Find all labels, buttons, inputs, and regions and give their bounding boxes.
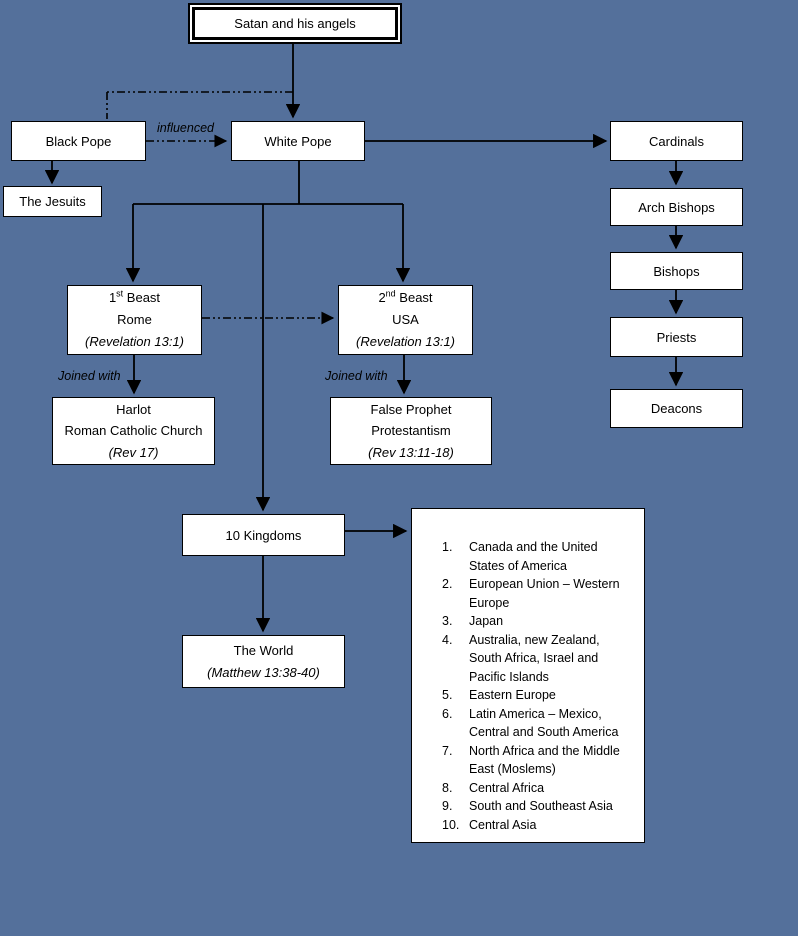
list-item-text: European Union – Western Europe	[469, 577, 620, 610]
list-item-number: 8.	[442, 780, 453, 795]
list-item: 8. Central Africa	[442, 779, 634, 798]
box-line-1: 1st Beast	[108, 288, 161, 305]
box-line-1: False Prophet	[370, 401, 452, 417]
box-satan-and-his-angels: Satan and his angels	[192, 7, 398, 40]
scripture-reference: (Rev 17)	[108, 444, 159, 460]
box-label: Bishops	[653, 263, 700, 279]
box-label: Satan and his angels	[234, 16, 356, 31]
box-label: Arch Bishops	[638, 199, 715, 215]
box-line-2: USA	[392, 312, 419, 327]
box-arch-bishops: Arch Bishops	[610, 188, 743, 226]
list-item-text: Canada and the United States of America	[469, 540, 598, 573]
list-item: 3. Japan	[442, 612, 634, 631]
list-item: 9. South and Southeast Asia	[442, 797, 634, 816]
scripture-reference: (Matthew 13:38-40)	[207, 664, 320, 680]
scripture-reference: (Revelation 13:1)	[356, 334, 455, 349]
box-cardinals: Cardinals	[610, 121, 743, 161]
list-item-text: South and Southeast Asia	[469, 799, 613, 813]
list-item-text: North Africa and the Middle East (Moslem…	[469, 743, 620, 777]
list-item-text: Japan	[469, 614, 504, 628]
box-the-jesuits: The Jesuits	[3, 186, 102, 217]
ten-kingdoms-list-panel: 1. Canada and the United States of Ameri…	[411, 508, 645, 843]
box-deacons: Deacons	[610, 389, 743, 428]
list-item: 5. Eastern Europe	[442, 686, 634, 705]
box-line-2: Rome	[117, 312, 152, 327]
box-first-beast-rome: 1st Beast Rome (Revelation 13:1)	[67, 285, 202, 355]
list-item-text: Australia, new Zealand, South Africa, Is…	[469, 632, 600, 684]
list-item-text: Central Africa	[469, 780, 545, 795]
box-line-2: Protestantism	[371, 423, 451, 439]
list-item-number: 1.	[442, 540, 453, 554]
list-item: 10. Central Asia	[442, 816, 634, 835]
box-label: Black Pope	[45, 133, 112, 149]
connector-label-joined-with-left: Joined with	[58, 369, 121, 383]
box-line-2: Roman Catholic Church	[64, 423, 203, 439]
list-item: 1. Canada and the United States of Ameri…	[442, 538, 634, 575]
list-item-text: Central Asia	[469, 817, 537, 832]
box-label: Cardinals	[649, 133, 704, 149]
list-item-text: Eastern Europe	[469, 688, 556, 702]
box-line-1: Harlot	[116, 401, 151, 417]
box-black-pope: Black Pope	[11, 121, 146, 161]
list-item-number: 5.	[442, 688, 453, 702]
list-item-number: 6.	[442, 706, 453, 721]
list-item: 4. Australia, new Zealand, South Africa,…	[442, 631, 634, 687]
box-second-beast-usa: 2nd Beast USA (Revelation 13:1)	[338, 285, 473, 355]
list-item-number: 2.	[442, 577, 453, 591]
list-item-number: 7.	[442, 743, 453, 758]
list-item-number: 10.	[442, 817, 460, 832]
list-item: 6. Latin America – Mexico, Central and S…	[442, 705, 634, 742]
list-item: 2. European Union – Western Europe	[442, 575, 634, 612]
box-false-prophet-protestantism: False Prophet Protestantism (Rev 13:11-1…	[330, 397, 492, 465]
box-label: 10 Kingdoms	[225, 527, 302, 543]
box-bishops: Bishops	[610, 252, 743, 290]
list-item: 7. North Africa and the Middle East (Mos…	[442, 742, 634, 779]
box-label: Priests	[656, 329, 697, 345]
box-line-1: The World	[233, 642, 294, 658]
box-priests: Priests	[610, 317, 743, 357]
box-line-1: 2nd Beast	[378, 288, 433, 305]
connector-label-joined-with-right: Joined with	[325, 369, 388, 383]
list-item-text: Latin America – Mexico, Central and Sout…	[469, 706, 619, 740]
scripture-reference: (Revelation 13:1)	[85, 334, 184, 349]
list-item-number: 9.	[442, 799, 453, 813]
list-item-number: 4.	[442, 632, 453, 647]
list-item-number: 3.	[442, 614, 453, 628]
connector-label-influenced: influenced	[157, 121, 214, 135]
box-label: Deacons	[650, 401, 703, 416]
box-the-world: The World (Matthew 13:38-40)	[182, 635, 345, 688]
box-harlot-roman-catholic-church: Harlot Roman Catholic Church (Rev 17)	[52, 397, 215, 465]
scripture-reference: (Rev 13:11-18)	[368, 444, 454, 460]
box-white-pope: White Pope	[231, 121, 365, 161]
box-label: The Jesuits	[19, 194, 86, 209]
box-label: White Pope	[264, 133, 332, 149]
box-ten-kingdoms: 10 Kingdoms	[182, 514, 345, 556]
